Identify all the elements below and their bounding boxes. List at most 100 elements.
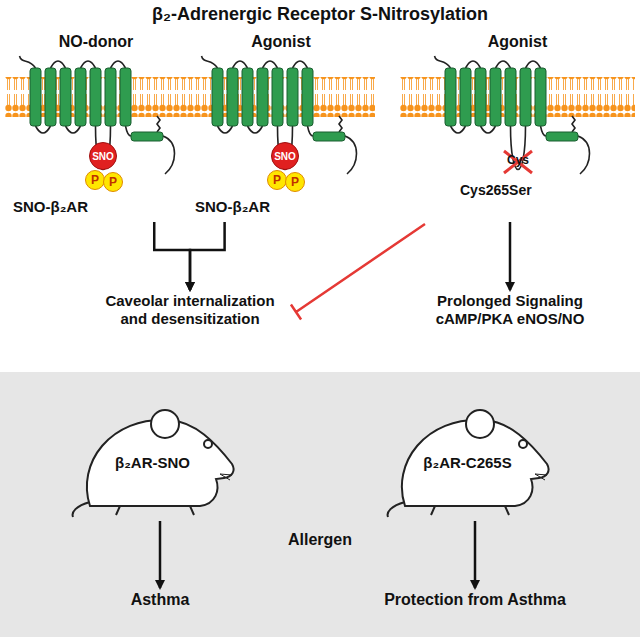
mouse-eye xyxy=(204,440,212,448)
loop xyxy=(111,61,126,68)
label-text: SNO-β₂AR xyxy=(13,198,88,216)
loop xyxy=(481,126,496,133)
phospho-circle: P xyxy=(103,172,123,192)
membrane xyxy=(400,77,635,117)
loop xyxy=(248,126,263,133)
label-text: P xyxy=(91,173,99,187)
loop xyxy=(293,61,308,68)
grey-band xyxy=(0,372,640,637)
mouse-legs xyxy=(431,506,509,515)
helix xyxy=(460,68,471,126)
helix xyxy=(475,68,486,126)
cross-mark xyxy=(504,151,532,173)
loop xyxy=(339,116,342,132)
receptor-panel: AgonistSNO-β₂AR SNO PP xyxy=(187,32,375,220)
label-text: Allergen xyxy=(260,530,380,549)
residue-label: Cys xyxy=(504,153,532,167)
helix xyxy=(30,68,41,126)
phospho-circle: P xyxy=(285,172,305,192)
mouse-whisker xyxy=(220,474,232,480)
receptor-panel: NO-donorSNO-β₂AR SNO PP xyxy=(5,32,187,220)
helix-8 xyxy=(546,132,578,141)
helix xyxy=(45,68,56,126)
helix xyxy=(212,68,223,126)
text-node: Protection from Asthma xyxy=(370,590,580,614)
title: β₂-Adrenergic Receptor S-Nitrosylation xyxy=(0,4,640,26)
mouse-tail xyxy=(388,502,405,517)
mouse-ear xyxy=(151,410,179,438)
label-text: SNO xyxy=(92,151,114,162)
loop xyxy=(36,126,51,133)
helix xyxy=(120,68,131,126)
label-text: β₂AR-SNO xyxy=(95,454,210,472)
arrow-connector xyxy=(474,521,477,588)
loop xyxy=(163,136,175,174)
mouse-node: β₂AR-C265S xyxy=(385,394,555,519)
phospho-circle: P xyxy=(85,170,105,190)
loop xyxy=(66,126,81,133)
loop xyxy=(263,61,278,68)
helix xyxy=(302,68,313,126)
helix xyxy=(445,68,456,126)
loop xyxy=(51,61,66,68)
loop xyxy=(572,116,575,132)
loop xyxy=(345,136,357,174)
receptor-drawing xyxy=(187,32,375,220)
arrow-connector xyxy=(159,521,162,588)
helix xyxy=(505,68,516,126)
text-node: Prolonged Signaling cAMP/PKA eNOS/NO xyxy=(425,292,595,332)
mouse-legs xyxy=(116,506,194,515)
label-text: Asthma xyxy=(90,590,230,609)
text-node: Asthma xyxy=(90,590,230,614)
label-text: Prolonged Signaling cAMP/PKA eNOS/NO xyxy=(425,292,595,328)
loop xyxy=(451,126,466,133)
label-text: Agonist xyxy=(187,32,375,51)
label-text: Caveolar internalization and desensitiza… xyxy=(90,292,290,328)
loop xyxy=(526,61,541,68)
label-text: β₂AR-C265S xyxy=(410,454,525,472)
label-text: SNO-β₂AR xyxy=(195,198,270,216)
label-text: Protection from Asthma xyxy=(370,590,580,609)
loop xyxy=(157,116,160,132)
label-text: P xyxy=(273,173,281,187)
helix xyxy=(105,68,116,126)
arrow-connector xyxy=(154,222,190,290)
helix xyxy=(535,68,546,126)
loop xyxy=(20,56,36,68)
receptor-drawing xyxy=(5,32,187,220)
label-text: P xyxy=(291,175,299,189)
mouse-ear xyxy=(466,410,494,438)
grey-band-node: Allergen β₂AR-SNO β₂AR-C265S Asthma Protecti… xyxy=(0,372,640,637)
label-text: P xyxy=(109,175,117,189)
helix xyxy=(242,68,253,126)
inhibition-connector xyxy=(291,224,425,319)
helix-8 xyxy=(131,132,163,141)
arrow-connector xyxy=(509,222,512,290)
loop xyxy=(541,126,547,136)
loop xyxy=(218,126,233,133)
helix xyxy=(60,68,71,126)
loop xyxy=(202,56,218,68)
label-text: NO-donor xyxy=(5,32,187,51)
helix xyxy=(257,68,268,126)
receptor-panel: AgonistCys265Ser xyxy=(400,32,635,220)
mouse-eye xyxy=(519,440,527,448)
loop xyxy=(81,61,96,68)
phospho-circle: P xyxy=(267,170,287,190)
sno-circle: SNO xyxy=(89,142,117,170)
label-text: Agonist xyxy=(400,32,635,51)
loop xyxy=(435,56,451,68)
mouse-whisker xyxy=(535,474,547,480)
helix xyxy=(272,68,283,126)
helix xyxy=(227,68,238,126)
mouse-node: β₂AR-SNO xyxy=(70,394,240,519)
label-text: SNO xyxy=(274,151,296,162)
loop xyxy=(466,61,481,68)
loop xyxy=(308,126,314,136)
mouse-tail xyxy=(73,502,90,517)
helix-8 xyxy=(313,132,345,141)
loop xyxy=(126,126,132,136)
label-text: Cys265Ser xyxy=(460,182,532,199)
helix xyxy=(520,68,531,126)
